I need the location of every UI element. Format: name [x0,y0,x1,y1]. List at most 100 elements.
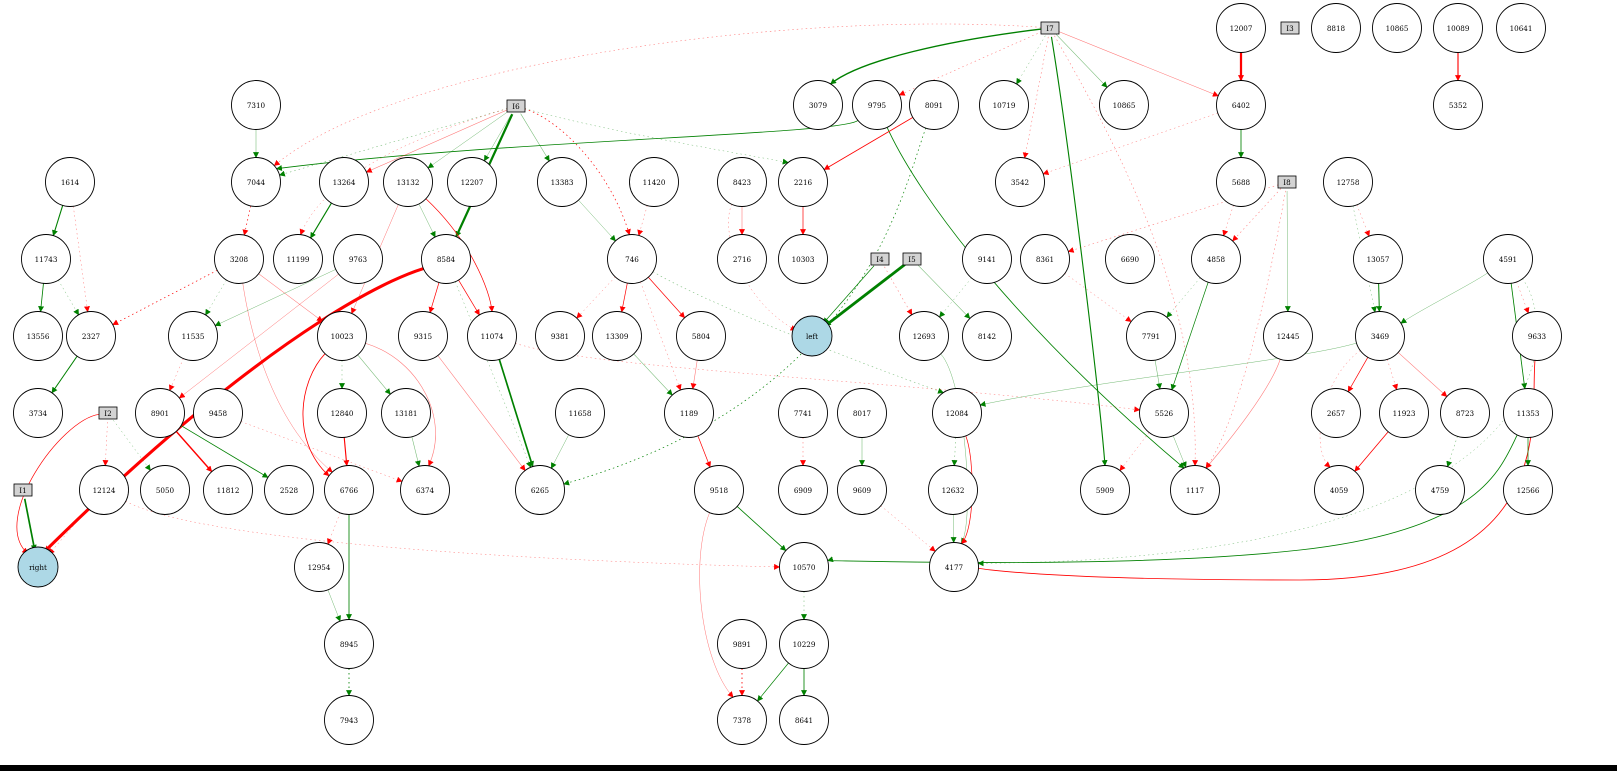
node-5909[interactable]: 5909 [1080,465,1130,515]
node-9141[interactable]: 9141 [962,234,1012,284]
node-9795[interactable]: 9795 [852,80,902,130]
node-9763[interactable]: 9763 [333,234,383,284]
node-7044[interactable]: 7044 [231,157,281,207]
node-5050[interactable]: 5050 [140,465,190,515]
node-I6[interactable]: I6 [506,99,526,113]
node-4591[interactable]: 4591 [1483,234,1533,284]
node-10229[interactable]: 10229 [779,619,829,669]
node-3079[interactable]: 3079 [793,80,843,130]
node-1117[interactable]: 1117 [1170,465,1220,515]
node-4177[interactable]: 4177 [929,542,979,592]
node-11420[interactable]: 11420 [629,157,679,207]
node-9891[interactable]: 9891 [717,619,767,669]
node-13132[interactable]: 13132 [383,157,433,207]
node-12632[interactable]: 12632 [928,465,978,515]
node-12207[interactable]: 12207 [447,157,497,207]
node-6374[interactable]: 6374 [400,465,450,515]
node-2716[interactable]: 2716 [717,234,767,284]
node-10641[interactable]: 10641 [1496,3,1546,53]
node-12084[interactable]: 12084 [932,388,982,438]
node-I4[interactable]: I4 [870,252,890,266]
node-10089[interactable]: 10089 [1433,3,1483,53]
node-12007[interactable]: 12007 [1216,3,1266,53]
node-8641[interactable]: 8641 [779,695,829,745]
node-8901[interactable]: 8901 [135,388,185,438]
node-3208[interactable]: 3208 [214,234,264,284]
node-2327[interactable]: 2327 [66,311,116,361]
node-12566[interactable]: 12566 [1503,465,1553,515]
node-7310[interactable]: 7310 [231,80,281,130]
node-11923[interactable]: 11923 [1379,388,1429,438]
node-12445[interactable]: 12445 [1263,311,1313,361]
node-11743[interactable]: 11743 [21,234,71,284]
node-7741[interactable]: 7741 [778,388,828,438]
node-8361[interactable]: 8361 [1020,234,1070,284]
node-5526[interactable]: 5526 [1139,388,1189,438]
node-I2[interactable]: I2 [98,406,118,420]
node-11812[interactable]: 11812 [203,465,253,515]
node-8945[interactable]: 8945 [324,619,374,669]
node-13556[interactable]: 13556 [13,311,63,361]
node-5688[interactable]: 5688 [1216,157,1266,207]
node-11074[interactable]: 11074 [467,311,517,361]
node-11658[interactable]: 11658 [555,388,605,438]
node-9609[interactable]: 9609 [837,465,887,515]
node-7378[interactable]: 7378 [717,695,767,745]
node-I5[interactable]: I5 [902,252,922,266]
node-4759[interactable]: 4759 [1415,465,1465,515]
node-12758[interactable]: 12758 [1323,157,1373,207]
node-I7[interactable]: I7 [1040,21,1060,35]
node-11535[interactable]: 11535 [168,311,218,361]
node-11353[interactable]: 11353 [1503,388,1553,438]
node-8723[interactable]: 8723 [1440,388,1490,438]
node-12124[interactable]: 12124 [79,465,129,515]
node-6265[interactable]: 6265 [515,465,565,515]
node-12954[interactable]: 12954 [294,542,344,592]
node-13181[interactable]: 13181 [381,388,431,438]
node-6402[interactable]: 6402 [1216,80,1266,130]
node-9633[interactable]: 9633 [1512,311,1562,361]
node-8584[interactable]: 8584 [421,234,471,284]
node-6766[interactable]: 6766 [324,465,374,515]
node-3469[interactable]: 3469 [1355,311,1405,361]
node-4858[interactable]: 4858 [1191,234,1241,284]
node-6909[interactable]: 6909 [778,465,828,515]
node-I1[interactable]: I1 [13,483,33,497]
node-8423[interactable]: 8423 [717,157,767,207]
node-3542[interactable]: 3542 [995,157,1045,207]
node-I8[interactable]: I8 [1277,175,1297,189]
node-2657[interactable]: 2657 [1311,388,1361,438]
node-12840[interactable]: 12840 [317,388,367,438]
node-13264[interactable]: 13264 [319,157,369,207]
node-10023[interactable]: 10023 [317,311,367,361]
node-10303[interactable]: 10303 [778,234,828,284]
node-left[interactable]: left [791,315,833,357]
node-9315[interactable]: 9315 [398,311,448,361]
node-7943[interactable]: 7943 [324,695,374,745]
node-8818[interactable]: 8818 [1311,3,1361,53]
node-8017[interactable]: 8017 [837,388,887,438]
node-right[interactable]: right [17,546,59,588]
node-2528[interactable]: 2528 [264,465,314,515]
node-10570[interactable]: 10570 [779,542,829,592]
node-10865b[interactable]: 10865 [1099,80,1149,130]
node-1189[interactable]: 1189 [664,388,714,438]
node-13309[interactable]: 13309 [592,311,642,361]
node-I3[interactable]: I3 [1280,21,1300,35]
node-9381[interactable]: 9381 [535,311,585,361]
node-13057[interactable]: 13057 [1353,234,1403,284]
node-13383[interactable]: 13383 [537,157,587,207]
node-2216[interactable]: 2216 [778,157,828,207]
node-10865a[interactable]: 10865 [1372,3,1422,53]
node-5352[interactable]: 5352 [1433,80,1483,130]
node-5804[interactable]: 5804 [676,311,726,361]
node-1614[interactable]: 1614 [45,157,95,207]
node-7791[interactable]: 7791 [1126,311,1176,361]
node-12693[interactable]: 12693 [899,311,949,361]
node-4059[interactable]: 4059 [1314,465,1364,515]
node-11199[interactable]: 11199 [273,234,323,284]
node-3734[interactable]: 3734 [13,388,63,438]
node-9458[interactable]: 9458 [193,388,243,438]
node-9518[interactable]: 9518 [694,465,744,515]
node-10719[interactable]: 10719 [979,80,1029,130]
